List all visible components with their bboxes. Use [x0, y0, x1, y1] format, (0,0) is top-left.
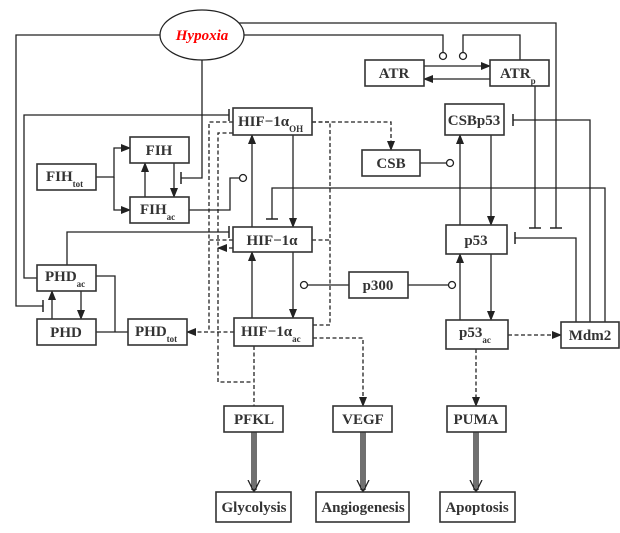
- edge-dashed-right: [312, 121, 331, 326]
- csbp53-label: CSBp53: [448, 113, 501, 129]
- phd-tot-label: PHD: [135, 324, 167, 340]
- edge-mdm2-hif: [266, 187, 606, 322]
- p300-label: p300: [363, 278, 394, 294]
- svg-text:PHDac: PHDac: [45, 269, 85, 289]
- node-csb: CSB: [361, 149, 421, 177]
- node-hif-ac: HIF−1αac: [233, 317, 314, 347]
- fih-tot-sub: tot: [73, 179, 84, 189]
- node-fih-tot: FIHtot: [36, 163, 97, 191]
- svg-text:PHDtot: PHDtot: [135, 324, 177, 344]
- node-mdm2: Mdm2: [560, 321, 620, 349]
- node-phd-ac: PHDac: [36, 264, 97, 292]
- edge-phd-phdtot: [96, 275, 128, 333]
- svg-text:ATRp: ATRp: [500, 66, 536, 86]
- edge-fihtot-fih: [96, 144, 131, 178]
- edges: [15, 22, 606, 492]
- phd-ac-sub: ac: [77, 279, 86, 289]
- circle-end: [447, 280, 457, 290]
- edge-pfkl-glycolysis: [252, 432, 256, 492]
- hif-oh-label: HIF−1α: [238, 114, 290, 130]
- svg-text:FIHtot: FIHtot: [46, 169, 83, 189]
- hif-label: HIF−1α: [246, 233, 298, 249]
- hif-ac-label: HIF−1α: [241, 324, 293, 340]
- csb-label: CSB: [376, 156, 405, 172]
- circle-end: [299, 280, 309, 290]
- svg-text:HIF−1αac: HIF−1αac: [241, 324, 301, 344]
- phd-tot-sub: tot: [167, 334, 178, 344]
- node-fih: FIH: [129, 136, 190, 164]
- edge-hypoxia-top: [238, 22, 562, 229]
- puma-label: PUMA: [454, 412, 499, 428]
- svg-text:p53ac: p53ac: [459, 325, 491, 345]
- node-hif: HIF−1α: [232, 226, 313, 253]
- hif-oh-sub: OH: [289, 124, 303, 134]
- node-csbp53: CSBp53: [444, 103, 505, 136]
- circle-end: [445, 158, 455, 168]
- node-puma: PUMA: [446, 405, 507, 433]
- hif-ac-sub: ac: [292, 334, 301, 344]
- hypoxia-label: Hypoxia: [175, 28, 229, 44]
- svg-text:FIHac: FIHac: [140, 202, 175, 222]
- atrp-sub: p: [531, 76, 536, 86]
- node-glycolysis: Glycolysis: [215, 491, 292, 523]
- node-p53-ac: p53ac: [445, 319, 509, 350]
- fih-ac-label: FIH: [140, 202, 167, 218]
- pfkl-label: PFKL: [234, 412, 274, 428]
- edge-phdac-hif: [66, 226, 230, 265]
- edge-puma-apoptosis: [474, 432, 478, 492]
- node-fih-ac: FIHac: [129, 196, 190, 224]
- circle-end: [458, 51, 468, 61]
- node-atr: ATR: [364, 59, 425, 87]
- node-phd-tot: PHDtot: [127, 318, 188, 346]
- phd-ac-label: PHD: [45, 269, 77, 285]
- edge-hypoxia-fih: [180, 60, 203, 184]
- glycolysis-label: Glycolysis: [221, 500, 286, 516]
- fih-label: FIH: [146, 143, 173, 159]
- edge-hifoh-csb: [312, 121, 395, 151]
- svg-text:HIF−1αOH: HIF−1αOH: [238, 114, 303, 134]
- edge-hifac-vegf: [313, 337, 367, 407]
- node-hypoxia: Hypoxia: [159, 9, 245, 61]
- angiogenesis-label: Angiogenesis: [321, 500, 405, 516]
- edge-fihtot-fihac: [113, 177, 131, 214]
- edge-dashed-left-inner: [218, 132, 252, 383]
- circle-end: [438, 51, 448, 61]
- edge-mdm2-p53: [514, 232, 577, 322]
- node-angiogenesis: Angiogenesis: [315, 491, 410, 523]
- edge-atrp-loop: [462, 34, 521, 60]
- apoptosis-label: Apoptosis: [445, 500, 509, 516]
- fih-tot-label: FIH: [46, 169, 73, 185]
- circle-end: [238, 173, 248, 183]
- atrp-label: ATR: [500, 66, 531, 82]
- edge-hypoxia-left: [15, 34, 160, 312]
- edge-dashed-left-outer: [208, 121, 233, 332]
- edge-vegf-angiogenesis: [361, 432, 365, 492]
- edge-hypoxia-atr: [244, 34, 444, 52]
- p53-ac-label: p53: [459, 325, 482, 341]
- p53-ac-sub: ac: [482, 335, 491, 345]
- edge-mdm2-csbp53: [512, 114, 591, 322]
- node-hif-oh: HIF−1αOH: [232, 107, 313, 136]
- mdm2-label: Mdm2: [569, 328, 612, 344]
- node-phd: PHD: [36, 318, 97, 346]
- node-atrp: ATRp: [489, 59, 550, 87]
- node-p300: p300: [348, 271, 409, 299]
- phd-label: PHD: [50, 325, 82, 341]
- node-p53: p53: [445, 224, 508, 255]
- edge-fihac-hifoh: [189, 177, 239, 211]
- node-pfkl: PFKL: [223, 405, 284, 433]
- p53-label: p53: [464, 233, 487, 249]
- node-apoptosis: Apoptosis: [439, 491, 516, 523]
- node-vegf: VEGF: [332, 405, 393, 433]
- edge-phdac-hifoh: [23, 109, 230, 279]
- vegf-label: VEGF: [342, 412, 384, 428]
- atr-label: ATR: [379, 66, 410, 82]
- fih-ac-sub: ac: [167, 212, 176, 222]
